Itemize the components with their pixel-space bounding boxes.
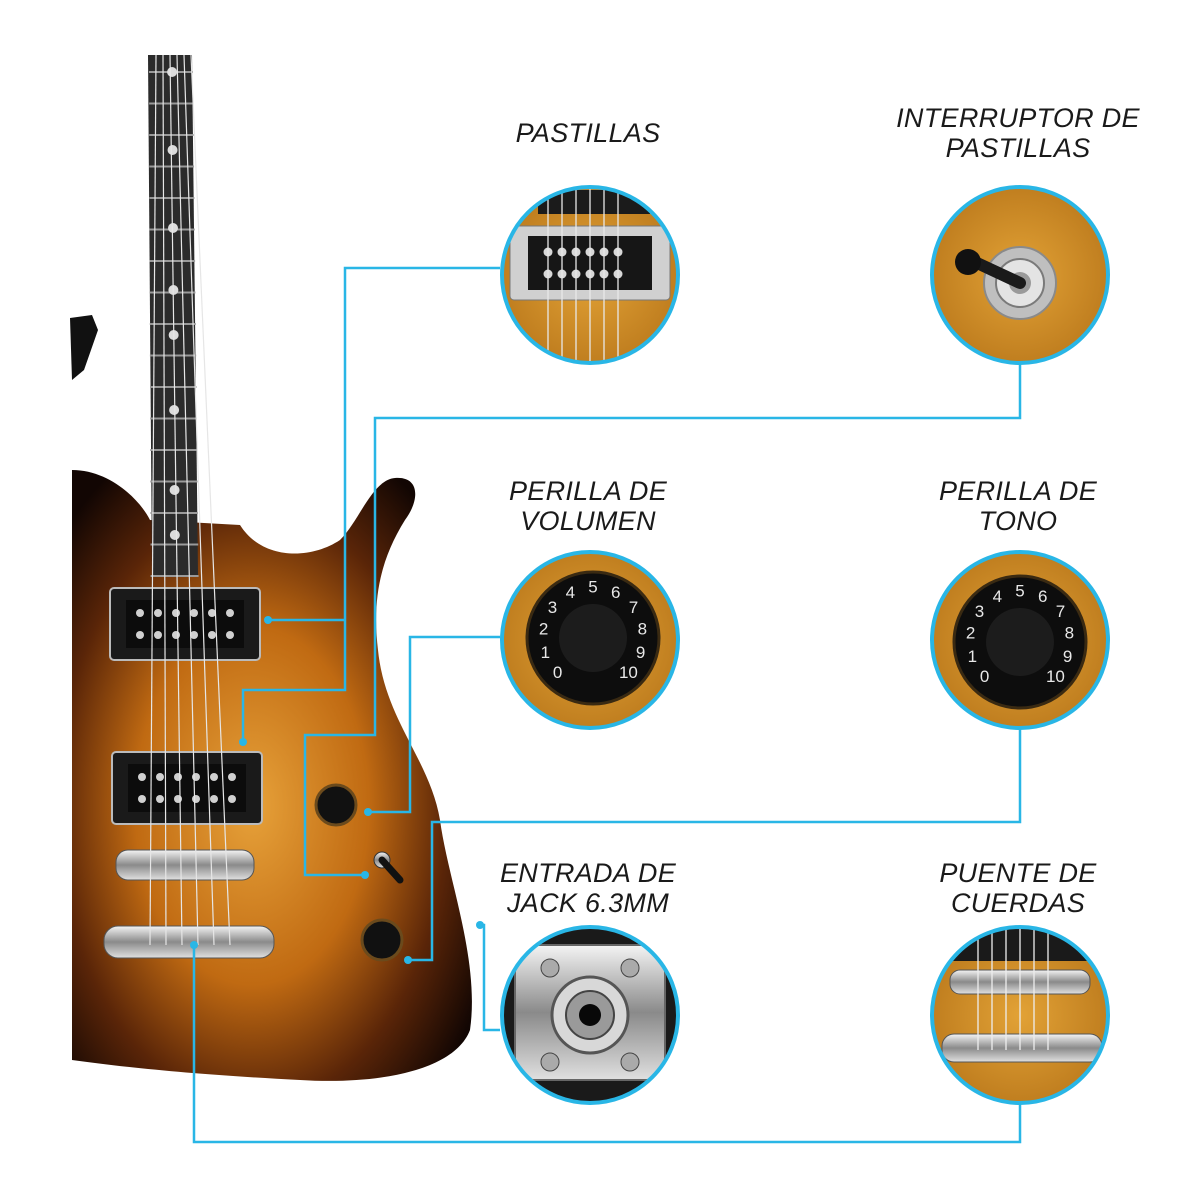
knob-number: 0 bbox=[980, 667, 989, 686]
knob-number: 8 bbox=[638, 620, 647, 639]
knob-number: 2 bbox=[539, 620, 548, 639]
strings bbox=[149, 54, 231, 946]
knob-number: 7 bbox=[1056, 602, 1065, 621]
knob-number: 3 bbox=[975, 602, 984, 621]
callout-line-pastillas bbox=[241, 266, 500, 742]
callout-line-volumen bbox=[368, 635, 500, 814]
knob-number: 1 bbox=[541, 643, 550, 662]
callout-line-puente bbox=[192, 945, 1022, 1144]
knob-number: 6 bbox=[611, 583, 620, 602]
callout-line-interruptor bbox=[303, 360, 1022, 877]
stop-tailpiece bbox=[103, 925, 275, 959]
knob-number: 5 bbox=[1015, 581, 1024, 600]
callout-lines bbox=[192, 266, 1022, 1144]
toggle-switch-closeup bbox=[930, 185, 1110, 365]
bridge-closeup bbox=[930, 925, 1110, 1105]
label-pastillas: PASTILLAS bbox=[515, 118, 661, 148]
knob-number: 3 bbox=[548, 598, 557, 617]
knob-number: 10 bbox=[619, 663, 638, 682]
callout-line-tono bbox=[408, 728, 1022, 962]
pickup-closeup bbox=[500, 185, 680, 365]
knob-number: 2 bbox=[966, 624, 975, 643]
volume-knob bbox=[314, 783, 358, 827]
tone-knob bbox=[360, 918, 404, 962]
knob-number: 1 bbox=[968, 647, 977, 666]
knob-number: 7 bbox=[629, 598, 638, 617]
jack-input-closeup bbox=[500, 925, 680, 1105]
callout-line-jack bbox=[480, 923, 500, 1032]
knob-number: 0 bbox=[553, 663, 562, 682]
knob-number: 8 bbox=[1065, 624, 1074, 643]
knob-number: 4 bbox=[993, 587, 1002, 606]
callout-dots bbox=[190, 616, 484, 964]
headstock-fragment bbox=[70, 315, 98, 380]
guitar-image bbox=[70, 54, 472, 1081]
knob-number: 5 bbox=[588, 577, 597, 596]
inlays bbox=[167, 67, 180, 540]
knob-number: 6 bbox=[1038, 587, 1047, 606]
knob-number: 4 bbox=[566, 583, 575, 602]
tune-o-matic-bridge bbox=[115, 849, 255, 881]
knob-number: 10 bbox=[1046, 667, 1065, 686]
knob-number: 9 bbox=[1063, 647, 1072, 666]
knob-number: 9 bbox=[636, 643, 645, 662]
